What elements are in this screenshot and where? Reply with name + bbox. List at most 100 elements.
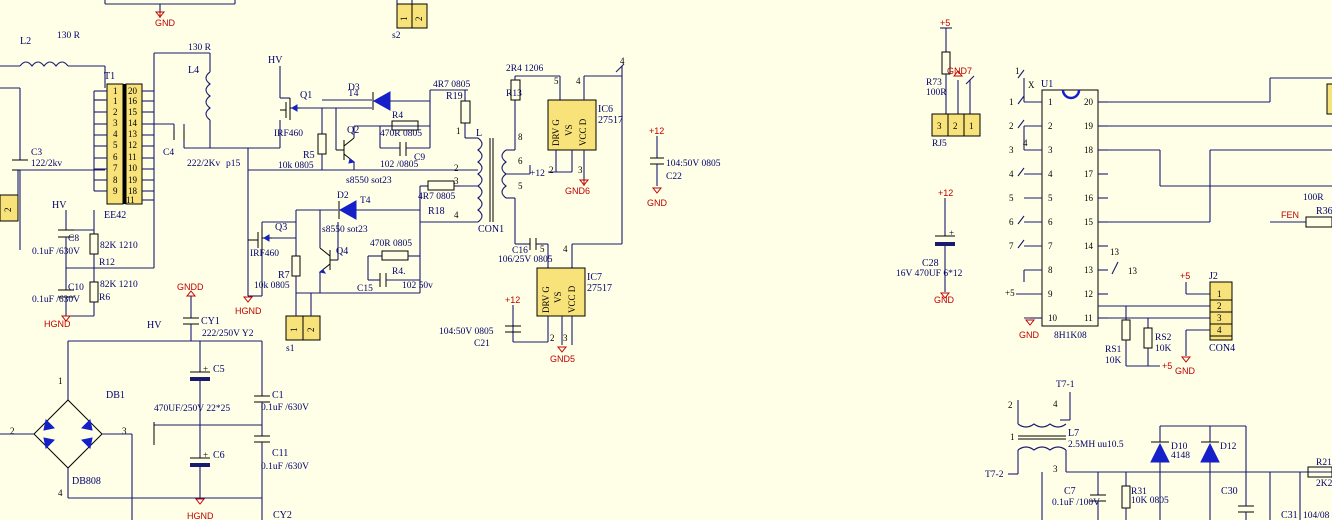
c22-value: 104:50V 0805 bbox=[666, 159, 721, 169]
c30-label: C30 bbox=[1221, 486, 1238, 497]
r18-label: R18 bbox=[428, 206, 445, 217]
r5-resistor bbox=[317, 133, 327, 155]
svg-text:2: 2 bbox=[953, 121, 958, 131]
svg-text:1: 1 bbox=[1015, 66, 1020, 76]
num-13-b: 13 bbox=[1128, 266, 1138, 276]
svg-text:5: 5 bbox=[518, 181, 523, 191]
hv-bottom-label: HV bbox=[147, 320, 162, 331]
r12-label: R12 bbox=[99, 258, 115, 268]
svg-text:7: 7 bbox=[113, 163, 118, 173]
u1-net-number: 2 bbox=[1009, 121, 1014, 131]
c28-cap bbox=[935, 242, 955, 246]
ic6-label: IC6 bbox=[598, 104, 613, 115]
t7-2-label: T7-2 bbox=[985, 470, 1004, 480]
svg-text:1: 1 bbox=[1010, 432, 1015, 442]
r7-label: R7 bbox=[278, 270, 290, 281]
q2-transistor bbox=[336, 137, 356, 164]
r21-label: R21 bbox=[1316, 458, 1332, 468]
svg-text:3: 3 bbox=[113, 118, 118, 128]
ic7-vs: VS bbox=[553, 291, 563, 303]
l-label: L bbox=[476, 128, 482, 139]
svg-text:10: 10 bbox=[128, 163, 138, 173]
c21-value: 104:50V 0805 bbox=[439, 327, 494, 337]
r21-value: 2K2 bbox=[1316, 479, 1332, 489]
t1-secondary-block bbox=[125, 83, 143, 205]
r12-resistor bbox=[89, 233, 99, 255]
db808-label: DB808 bbox=[72, 476, 101, 487]
d12-diode bbox=[1200, 442, 1220, 463]
s8550-b: s8550 sot23 bbox=[322, 225, 368, 235]
svg-text:1: 1 bbox=[399, 17, 409, 22]
c4-label: C4 bbox=[163, 148, 174, 158]
ic6-vs: VS bbox=[564, 124, 574, 136]
r36-resistor bbox=[1305, 216, 1332, 228]
svg-text:+: + bbox=[203, 364, 208, 374]
x-mark: X bbox=[1028, 80, 1035, 90]
u1-pin-number: 3 bbox=[1048, 145, 1053, 155]
r31-label: R31 bbox=[1131, 487, 1147, 497]
c28-label: C28 bbox=[922, 258, 939, 269]
l2-value: 130 R bbox=[57, 31, 81, 41]
c16-label: C16 bbox=[512, 246, 528, 256]
u1-net-number: 6 bbox=[1009, 217, 1014, 227]
svg-text:2: 2 bbox=[454, 163, 459, 173]
u1-net-number: 3 bbox=[1009, 145, 1014, 155]
svg-text:4: 4 bbox=[1053, 399, 1058, 409]
t4b-label: T4 bbox=[360, 196, 371, 206]
connector-s2: 1 2 bbox=[396, 0, 428, 29]
r19-value: 4R7 0805 bbox=[433, 80, 470, 90]
u1-pin-number: 1 bbox=[1048, 97, 1053, 107]
gndd-label: GNDD bbox=[177, 282, 204, 292]
svg-text:4: 4 bbox=[454, 210, 459, 220]
gnd-j2: GND bbox=[1175, 366, 1196, 376]
j2-pin-number: 4 bbox=[1217, 325, 1222, 335]
t1-right-pin-numbers: 20 16 15 14 13 12 11 10 19 18 11 bbox=[126, 86, 138, 205]
svg-text:2: 2 bbox=[550, 333, 555, 343]
q4-transistor bbox=[318, 247, 338, 274]
d12-label: D12 bbox=[1220, 442, 1237, 452]
r7-value: 10k 0805 bbox=[254, 281, 290, 291]
r31-value: 10K 0805 bbox=[1131, 496, 1169, 506]
ic7-part: 27517 bbox=[587, 283, 612, 294]
svg-text:15: 15 bbox=[128, 107, 138, 117]
gnd6-label: GND6 bbox=[565, 186, 590, 196]
plus5-j2: +5 bbox=[1180, 271, 1190, 281]
c28-value: 16V 470UF 6*12 bbox=[896, 269, 963, 279]
r6-label: R6 bbox=[99, 293, 110, 303]
gnd-u1: GND bbox=[1019, 330, 1040, 340]
c5-value: 470UF/250V 22*25 bbox=[154, 404, 230, 414]
c6-cap bbox=[190, 463, 210, 467]
u1-pin-number: 14 bbox=[1084, 241, 1094, 251]
t7-1-label: T7-1 bbox=[1056, 380, 1075, 390]
s8550-a: s8550 sot23 bbox=[346, 176, 392, 186]
r6-value: 82K 1210 bbox=[100, 280, 138, 290]
gnd-c28: GND bbox=[934, 295, 955, 305]
c11-label: C11 bbox=[272, 448, 288, 459]
j2-connector bbox=[1209, 281, 1233, 341]
svg-text:6: 6 bbox=[518, 156, 523, 166]
plus12-c22: +12 bbox=[649, 126, 664, 136]
u1-pin-number: 18 bbox=[1084, 145, 1094, 155]
svg-text:2: 2 bbox=[10, 426, 15, 436]
rs2-resistor bbox=[1143, 327, 1153, 349]
hv-q1-label: HV bbox=[268, 55, 283, 66]
svg-text:3: 3 bbox=[1053, 464, 1058, 474]
r5-value: 10k 0805 bbox=[278, 161, 314, 171]
t1-primary-block bbox=[106, 83, 124, 205]
l2-label: L2 bbox=[20, 36, 31, 47]
u1-pin-number: 6 bbox=[1048, 217, 1053, 227]
svg-text:1: 1 bbox=[113, 96, 118, 106]
p15-label: p15 bbox=[226, 159, 241, 169]
svg-text:1: 1 bbox=[113, 86, 118, 96]
r13-value: 2R4 1206 bbox=[506, 64, 543, 74]
r31-resistor bbox=[1121, 485, 1131, 509]
db1-bridge bbox=[33, 399, 103, 469]
u1-pin-number: 11 bbox=[1084, 313, 1093, 323]
u1-net-number: 4 bbox=[1009, 169, 1014, 179]
svg-text:3: 3 bbox=[578, 165, 583, 175]
top-left-wires bbox=[104, 0, 236, 18]
c4-value: 222/2Kv bbox=[187, 159, 221, 169]
r21-resistor bbox=[1307, 466, 1332, 478]
cy2-label: CY2 bbox=[273, 510, 292, 520]
